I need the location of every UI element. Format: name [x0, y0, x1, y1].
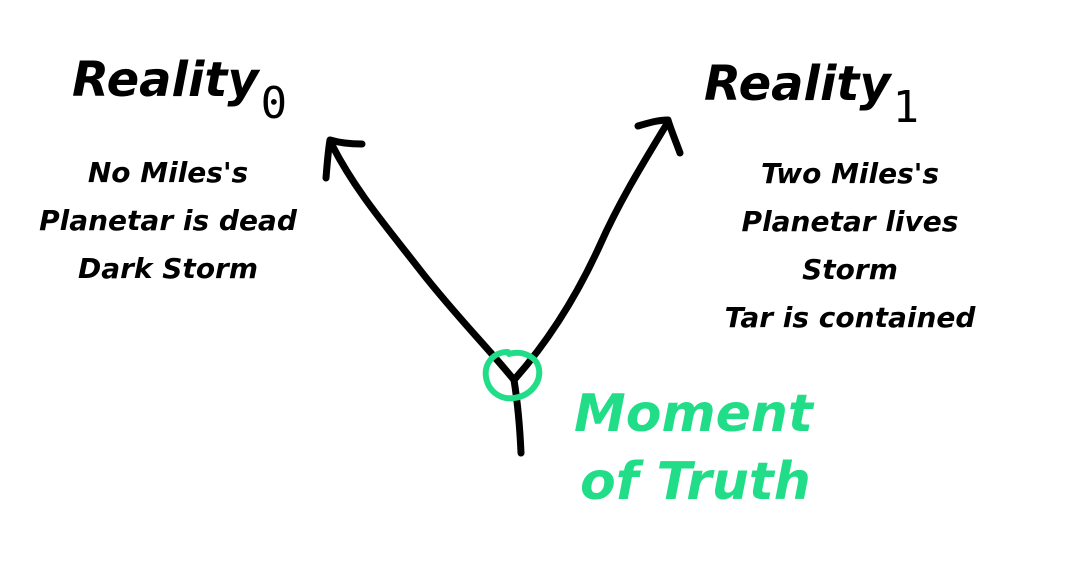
reality-0-note: Planetar is dead [39, 204, 297, 237]
reality-1-title-main: Reality [704, 56, 891, 112]
branch-line-right [510, 118, 672, 384]
reality-1-title: Reality1 [704, 60, 919, 130]
reality-0-notes: No Miles's Planetar is dead Dark Storm [18, 149, 318, 293]
reality-1-title-subscript: 1 [892, 82, 920, 133]
reality-1-note: Tar is contained [724, 301, 976, 334]
reality-0-note: Dark Storm [77, 252, 259, 285]
moment-label-line-2: of Truth [580, 452, 811, 512]
branch-line-left [328, 141, 518, 384]
moment-label-line-1: Moment [574, 384, 813, 444]
moment-of-truth-label: Moment of Truth [574, 380, 813, 516]
arrowhead-right [634, 116, 684, 157]
moment-circle [482, 349, 543, 402]
reality-0-title: Reality0 [72, 56, 287, 126]
reality-0-title-main: Reality [72, 52, 259, 108]
reality-1-notes: Two Miles's Planetar lives Storm Tar is … [700, 150, 1000, 342]
reality-0-note: No Miles's [87, 156, 249, 189]
reality-1-note: Storm [802, 253, 898, 286]
reality-1-note: Planetar lives [741, 205, 959, 238]
trunk-line [510, 376, 525, 457]
reality-1-note: Two Miles's [760, 157, 940, 190]
reality-0-title-subscript: 0 [260, 78, 288, 129]
arrowhead-left [322, 136, 366, 182]
